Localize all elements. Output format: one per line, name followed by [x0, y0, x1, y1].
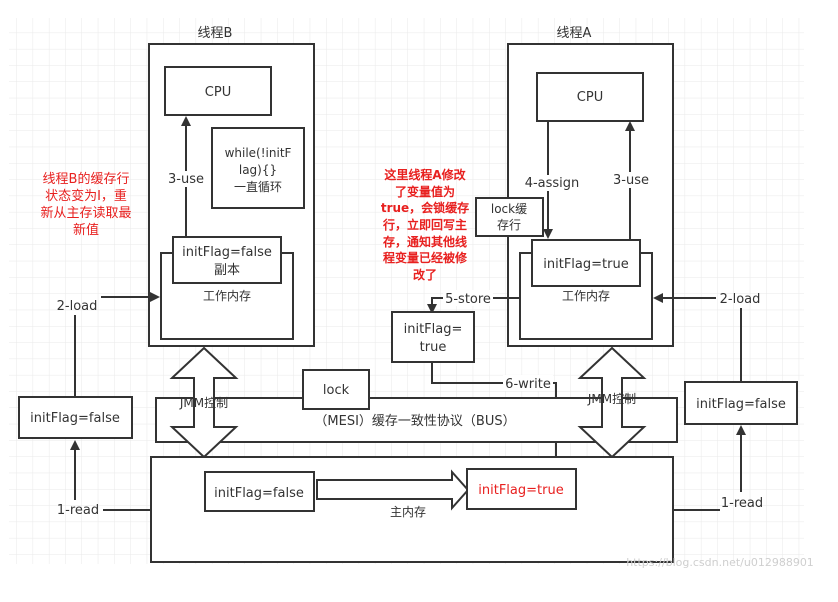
right-read-label: 1-read	[721, 496, 763, 511]
thread-b-use-label: 3-use	[168, 172, 204, 187]
left-note-line-3: 新从主存读取最	[40, 205, 131, 221]
center-note-line-4: 行，立即回写主	[382, 217, 467, 232]
thread-a-cpu-label: CPU	[577, 90, 603, 105]
write-label: 6-write	[505, 377, 551, 392]
thread-b-copy-box	[172, 236, 282, 284]
thread-a-copy-label: initFlag=true	[543, 257, 628, 272]
thread-a-assign-label: 4-assign	[525, 176, 580, 191]
left-read-label: 1-read	[57, 503, 99, 518]
store-value-line-2: true	[420, 340, 447, 355]
center-note-line-2: 了变量值为	[395, 184, 455, 199]
left-load-label: 2-load	[57, 299, 98, 314]
thread-a-working-memory-label: 工作内存	[562, 289, 610, 303]
left-note-line-1: 线程B的缓存行	[43, 171, 130, 187]
center-note-line-5: 存，通知其他线	[382, 234, 467, 249]
store-label: 5-store	[445, 292, 491, 307]
thread-b-title: 线程B	[198, 26, 233, 41]
main-memory-old-value-box	[204, 471, 315, 512]
thread-a-title: 线程A	[557, 26, 592, 41]
thread-a-cpu-box	[536, 72, 644, 122]
thread-b-loop-line-1: while(!initF	[225, 146, 292, 160]
jmm-right-label: JMM控制	[587, 392, 636, 406]
center-note-line-6: 程变量已经被修	[383, 250, 468, 265]
thread-b-loop-line-2: lag){}	[239, 163, 277, 177]
main-memory-old-value: initFlag=false	[214, 486, 304, 501]
thread-a-use-label: 3-use	[613, 173, 649, 188]
bus-label: （MESI）缓存一致性协议（BUS）	[314, 414, 515, 429]
lock-cache-line-box	[475, 197, 544, 237]
store-value-box	[391, 311, 475, 363]
thread-b-cpu-label: CPU	[205, 85, 231, 100]
thread-b-cpu-box	[164, 66, 272, 116]
thread-b-loop-line-3: 一直循环	[234, 180, 282, 194]
bus-lock-box	[302, 369, 370, 410]
left-note-line-2: 状态变为I，重	[45, 188, 127, 204]
main-memory-label: 主内存	[390, 505, 426, 519]
thread-b-copy-line-1: initFlag=false	[182, 245, 272, 260]
center-note-line-1: 这里线程A修改	[384, 167, 466, 182]
left-value-label: initFlag=false	[30, 411, 120, 426]
center-note-line-3: true，会锁缓存	[381, 200, 469, 215]
center-note: 这里线程A修改 了变量值为 true，会锁缓存 行，立即回写主 存，通知其他线 …	[381, 167, 469, 282]
right-load-label: 2-load	[720, 292, 761, 307]
right-value-label: initFlag=false	[696, 397, 786, 412]
watermark: https://blog.csdn.net/u012988901	[626, 556, 814, 569]
jmm-left-label: JMM控制	[179, 396, 228, 410]
thread-b-working-memory-label: 工作内存	[203, 289, 251, 303]
main-memory-new-value-box	[466, 468, 577, 510]
lock-cache-line-2: 存行	[497, 218, 521, 232]
lock-cache-line-1: lock缓	[491, 202, 527, 216]
left-value-box	[18, 396, 133, 439]
center-note-line-7: 改了	[413, 267, 437, 282]
thread-b-loop-box	[211, 127, 305, 209]
main-memory-new-value: initFlag=true	[478, 483, 563, 498]
main-memory-update-arrow	[316, 469, 470, 511]
store-value-line-1: initFlag=	[404, 322, 463, 337]
thread-a-copy-box	[531, 239, 641, 287]
thread-b-copy-line-2: 副本	[214, 263, 240, 278]
bus-lock-label: lock	[323, 383, 350, 398]
left-note: 线程B的缓存行 状态变为I，重 新从主存读取最 新值	[40, 171, 131, 238]
left-note-line-4: 新值	[73, 222, 99, 238]
